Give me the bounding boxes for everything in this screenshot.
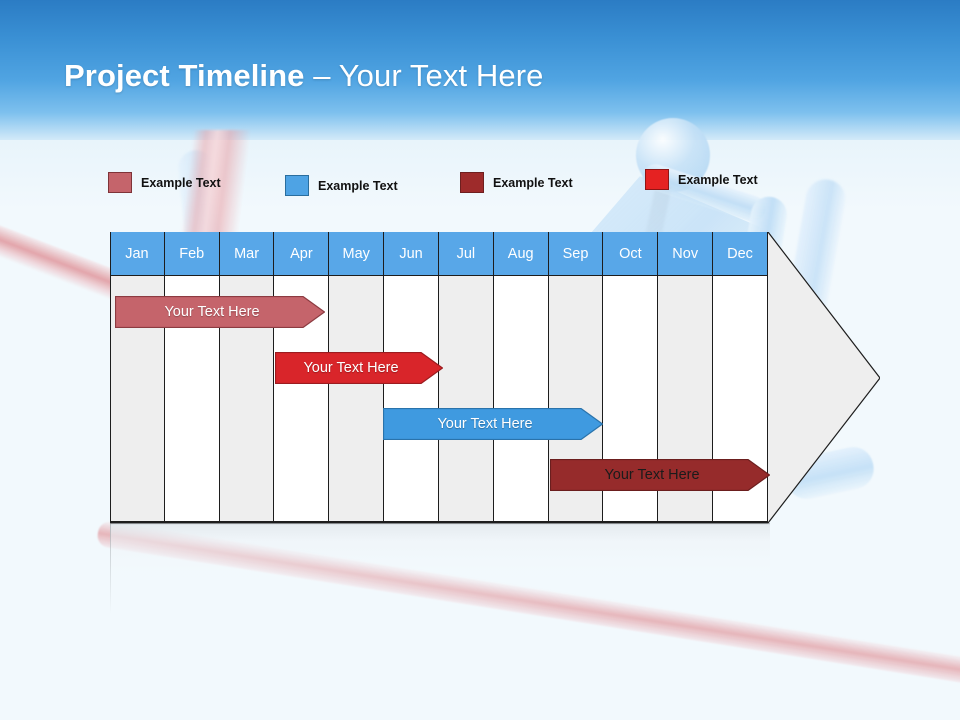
month-header-jan[interactable]: Jan [110, 232, 164, 276]
month-column-aug[interactable]: Aug [493, 232, 549, 522]
legend-label-3: Example Text [493, 175, 573, 190]
month-header-aug[interactable]: Aug [493, 232, 548, 276]
task-bar-4[interactable]: Your Text Here [550, 459, 770, 491]
legend-swatch-4 [645, 169, 669, 190]
task-bar-shape-3 [383, 408, 603, 440]
legend-swatch-3 [460, 172, 484, 193]
month-header-nov[interactable]: Nov [658, 232, 713, 276]
task-bar-shape-4 [550, 459, 770, 491]
task-bar-label-3: Your Text Here [437, 416, 533, 432]
month-header-oct[interactable]: Oct [603, 232, 658, 276]
chart-reflection [110, 524, 770, 620]
month-column-feb[interactable]: Feb [164, 232, 220, 522]
page-title: Project Timeline – Your Text Here [64, 58, 543, 94]
legend-item-4[interactable]: Example Text [645, 169, 758, 190]
page-title-separator: – [304, 58, 339, 93]
legend-item-2[interactable]: Example Text [285, 175, 398, 196]
task-bar-shape-1 [115, 296, 325, 328]
grid-bottom-border [110, 521, 768, 523]
month-column-jan[interactable]: Jan [110, 232, 165, 522]
task-bar-1[interactable]: Your Text Here [115, 296, 325, 328]
month-header-mar[interactable]: Mar [219, 232, 274, 276]
task-bar-label-4: Your Text Here [604, 467, 700, 483]
month-header-may[interactable]: May [329, 232, 384, 276]
month-header-jun[interactable]: Jun [384, 232, 438, 276]
month-header-apr[interactable]: Apr [274, 232, 329, 276]
month-header-sep[interactable]: Sep [548, 232, 603, 276]
legend-label-2: Example Text [318, 178, 398, 193]
month-column-mar[interactable]: Mar [219, 232, 275, 522]
task-bar-2[interactable]: Your Text Here [275, 352, 443, 384]
legend-item-3[interactable]: Example Text [460, 172, 573, 193]
month-header-dec[interactable]: Dec [713, 232, 767, 276]
legend-item-1[interactable]: Example Text [108, 172, 221, 193]
month-column-jul[interactable]: Jul [438, 232, 494, 522]
page-title-bold: Project Timeline [64, 58, 305, 93]
header-gradient-band [0, 0, 960, 148]
grid-left-border [110, 232, 111, 522]
task-bar-label-1: Your Text Here [164, 304, 260, 320]
legend: Example Text Example Text Example Text Exam… [108, 166, 848, 198]
page-title-light: Your Text Here [338, 58, 544, 93]
legend-swatch-2 [285, 175, 309, 196]
task-bar-shape-2 [275, 352, 443, 384]
legend-label-1: Example Text [141, 175, 221, 190]
task-bar-label-2: Your Text Here [303, 360, 399, 376]
month-header-jul[interactable]: Jul [438, 232, 493, 276]
legend-label-4: Example Text [678, 172, 758, 187]
month-header-feb[interactable]: Feb [164, 232, 219, 276]
task-bar-3[interactable]: Your Text Here [383, 408, 603, 440]
reflection-left-edge [110, 524, 111, 614]
legend-swatch-1 [108, 172, 132, 193]
